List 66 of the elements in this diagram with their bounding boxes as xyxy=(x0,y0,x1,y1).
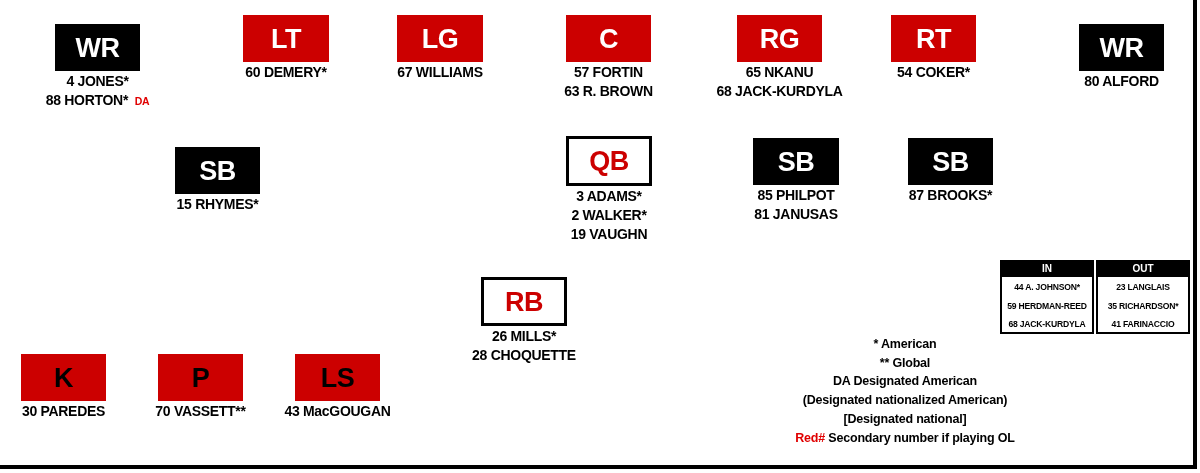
player-name: 68 JACK-KURDYLA xyxy=(716,82,843,101)
position-box xyxy=(566,136,652,186)
position-label: C xyxy=(599,23,618,54)
position-label: RT xyxy=(916,23,951,54)
position-box xyxy=(397,15,483,62)
position-label: SB xyxy=(932,146,969,177)
player-name: 85 PHILPOT xyxy=(757,186,835,205)
key-note: (Designated nationalized American) xyxy=(802,392,1008,410)
position-label: LT xyxy=(271,23,301,54)
position-box xyxy=(243,15,329,62)
roster-cell: 44 A. JOHNSON* xyxy=(1000,277,1094,296)
position-box xyxy=(737,15,822,62)
position-label: K xyxy=(54,362,73,393)
player-name: 63 R. BROWN xyxy=(564,82,653,101)
key-note: * American xyxy=(873,336,937,353)
player-name: 15 RHYMES* xyxy=(176,195,259,214)
column-header: OUT xyxy=(1096,260,1190,277)
player-name: 67 WILLIAMS xyxy=(397,63,483,82)
position-box xyxy=(175,147,260,194)
position-label: LS xyxy=(320,362,355,393)
position-box xyxy=(908,138,993,185)
key-note: ** Global xyxy=(879,354,931,372)
position-label: RG xyxy=(759,23,800,54)
column-header: IN xyxy=(1000,260,1094,277)
player-name: 81 JANUSAS xyxy=(754,205,838,224)
position-label: RB xyxy=(505,286,543,317)
player-name: 87 BROOKS* xyxy=(908,186,993,205)
player-name: 65 NKANU xyxy=(745,63,814,82)
player-name: 80 ALFORD xyxy=(1084,72,1159,91)
position-box xyxy=(1079,24,1164,71)
player-name: 30 PAREDES xyxy=(21,402,106,421)
key-note: Red# Secondary number if playing OL xyxy=(795,429,1015,447)
position-label: WR xyxy=(1099,32,1144,63)
position-label: SB xyxy=(777,146,815,177)
position-label: P xyxy=(191,362,210,393)
player-name: 70 VASSETT** xyxy=(155,402,246,421)
position-label: WR xyxy=(75,32,120,63)
player-name: 88 HORTON* DA xyxy=(45,91,150,110)
player-name: 28 CHOQUETTE xyxy=(472,346,576,365)
position-box xyxy=(295,354,380,401)
key-note: [Designated national] xyxy=(843,410,967,428)
player-name: 54 COKER* xyxy=(897,63,970,82)
position-box xyxy=(158,354,243,401)
player-name: 3 ADAMS* xyxy=(576,187,642,206)
position-box xyxy=(566,15,651,62)
player-name: 4 JONES* xyxy=(66,72,129,91)
position-box xyxy=(21,354,106,401)
player-name: 60 DEMERY* xyxy=(245,63,327,82)
position-label: LG xyxy=(421,23,459,54)
position-label: QB xyxy=(589,146,629,176)
roster-cell: 41 FARINACCIO xyxy=(1096,315,1190,334)
position-box xyxy=(55,24,140,71)
player-name: 2 WALKER* xyxy=(571,206,647,225)
player-name: 57 FORTIN xyxy=(574,63,643,82)
position-label: SB xyxy=(199,155,236,186)
roster-cell: 35 RICHARDSON* xyxy=(1096,296,1190,315)
position-box xyxy=(891,15,976,62)
player-name: 19 VAUGHN xyxy=(570,225,648,244)
roster-cell: 23 LANGLAIS xyxy=(1096,277,1190,296)
roster-cell: 68 JACK-KURDYLA xyxy=(1000,315,1094,334)
roster-cell: 59 HERDMAN-REED xyxy=(1000,296,1094,315)
player-name: 26 MILLS* xyxy=(491,327,557,346)
player-name: 43 MacGOUGAN xyxy=(284,402,391,421)
key-note: DA Designated American xyxy=(833,373,977,391)
position-box xyxy=(481,277,567,326)
position-box xyxy=(753,138,839,185)
